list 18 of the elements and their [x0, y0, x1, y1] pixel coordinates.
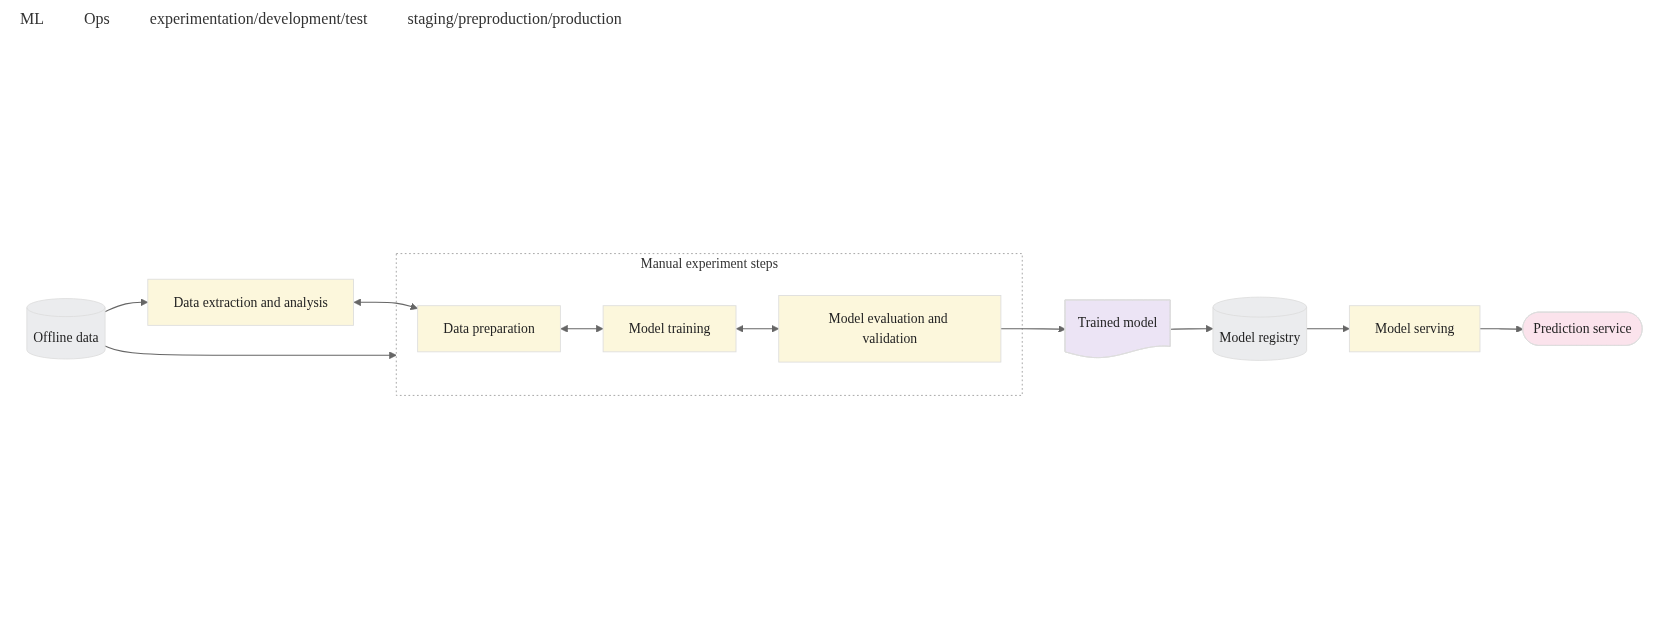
zone-label: experimentation/development/test: [149, 10, 368, 28]
node-box: Data extraction and analysis: [147, 278, 354, 326]
node-box: Model training: [602, 305, 737, 353]
arrow: [560, 325, 604, 333]
node-box: Data preparation: [417, 305, 561, 353]
node-box: Model serving: [1348, 305, 1481, 353]
node-box: Model evaluation and validation: [778, 295, 1002, 363]
arrow: [1000, 325, 1066, 333]
zone-label: ML: [20, 10, 44, 28]
arrow: [1170, 325, 1214, 333]
arrow: [104, 298, 149, 313]
zone-label: staging/preproduction/production: [407, 10, 622, 28]
arrow: [736, 325, 780, 333]
arrow: [353, 298, 418, 311]
arrow: [104, 345, 397, 359]
arrow: [1306, 325, 1350, 333]
zone-label: Ops: [84, 10, 110, 28]
arrow: [1479, 325, 1524, 333]
